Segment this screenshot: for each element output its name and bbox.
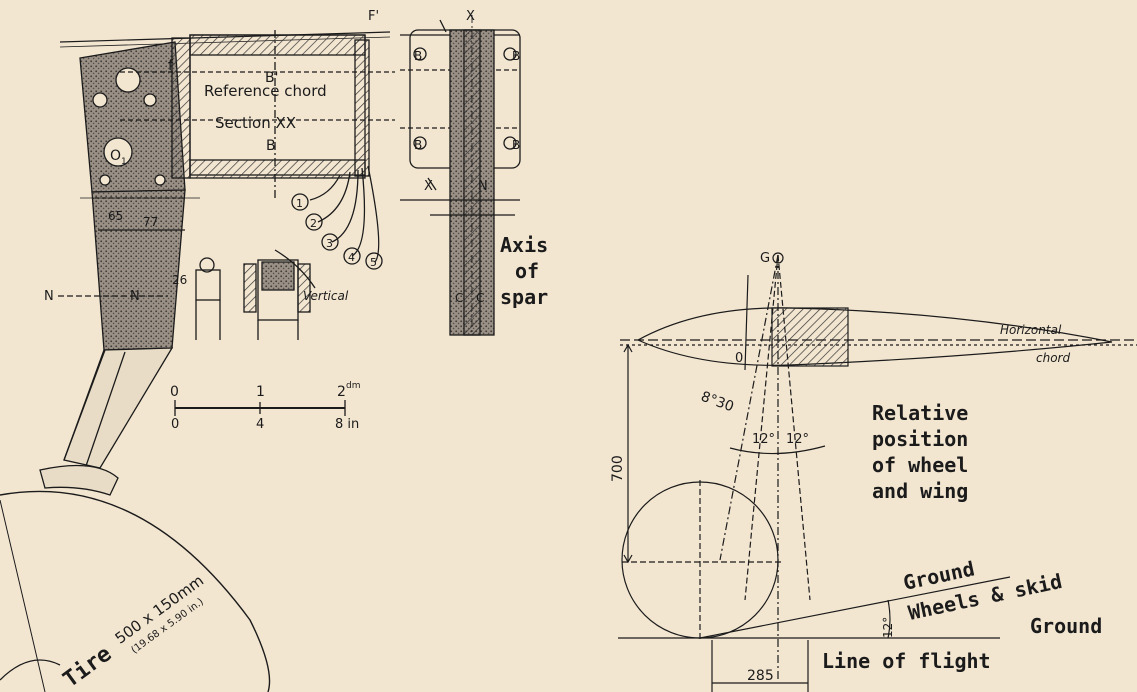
circled-1: 1 [296, 197, 303, 210]
line-of-flight-label: Line of flight [822, 649, 991, 673]
spar-box [771, 307, 849, 367]
b-label-2: B [512, 49, 520, 63]
axis-of-spar-line3: spar [500, 285, 548, 309]
o-label: 0 [735, 351, 743, 366]
f-prime-label: F' [368, 9, 379, 24]
dim-65: 65 [108, 209, 123, 223]
relative-position-l4: and wing [872, 479, 968, 503]
scale-four: 4 [256, 417, 264, 432]
angle-12-right: 12° [786, 432, 809, 447]
g-label: G [760, 251, 770, 266]
axis-of-spar-line1: Axis [500, 233, 548, 257]
airfoil [636, 307, 1113, 366]
b-label-4: B [512, 138, 520, 152]
circled-5: 5 [370, 256, 377, 269]
reference-chord-label: Reference chord [204, 82, 327, 100]
circled-2: 2 [310, 217, 317, 230]
scale-one: 1 [256, 384, 265, 400]
n-spar-label: N [478, 179, 488, 194]
chord-label: chord [1036, 351, 1070, 365]
f-label: f [168, 58, 174, 74]
spar-drawing [400, 15, 521, 336]
angle-830-label: 8°30 [699, 389, 736, 416]
horizontal-label: Horizontal [1000, 323, 1062, 337]
c-label-2: C [476, 291, 484, 305]
x-bottom-label: X [424, 179, 433, 194]
circled-4: 4 [348, 251, 355, 264]
scale-dm: dm [346, 381, 360, 391]
scale-eight-in: 8 in [335, 417, 359, 432]
axis-of-spar-line2: of [515, 259, 539, 283]
ground-bottom-label: Ground [1030, 614, 1102, 638]
scale-two: 2 [337, 384, 346, 400]
wheel-circle [621, 481, 779, 639]
strut-upper [91, 189, 186, 351]
position-drawing [618, 252, 1137, 692]
c-label-1: C [455, 291, 463, 305]
n-right: N [130, 289, 140, 304]
angle-12-ground: 12° [881, 617, 895, 638]
section-xx-label: Section XX [215, 114, 296, 132]
o1-label: O [110, 148, 121, 164]
vertical-label: Vertical [303, 289, 349, 303]
n-left: N [44, 289, 54, 304]
relative-position-l3: of wheel [872, 453, 968, 477]
b-label-3: B [414, 138, 422, 152]
fitting-drawing [0, 30, 395, 692]
angle-12-left: 12° [752, 432, 775, 447]
relative-position-l2: position [872, 427, 968, 451]
b-label: B [266, 138, 276, 154]
b-prime-label: B' [265, 70, 278, 86]
circled-3: 3 [326, 237, 333, 250]
tire-label: Tire [59, 641, 117, 692]
relative-position-l1: Relative [872, 401, 968, 425]
dim-77: 77 [143, 215, 158, 229]
dim-700: 700 [610, 455, 626, 482]
dim-285: 285 [747, 668, 774, 684]
x-top-label: X [466, 9, 475, 24]
dim-26: 26 [172, 273, 187, 287]
scale-zero-in: 0 [171, 417, 179, 432]
o1-subscript: 1 [121, 157, 127, 167]
b-label-1: B [414, 49, 422, 63]
scale-zero: 0 [170, 384, 179, 400]
